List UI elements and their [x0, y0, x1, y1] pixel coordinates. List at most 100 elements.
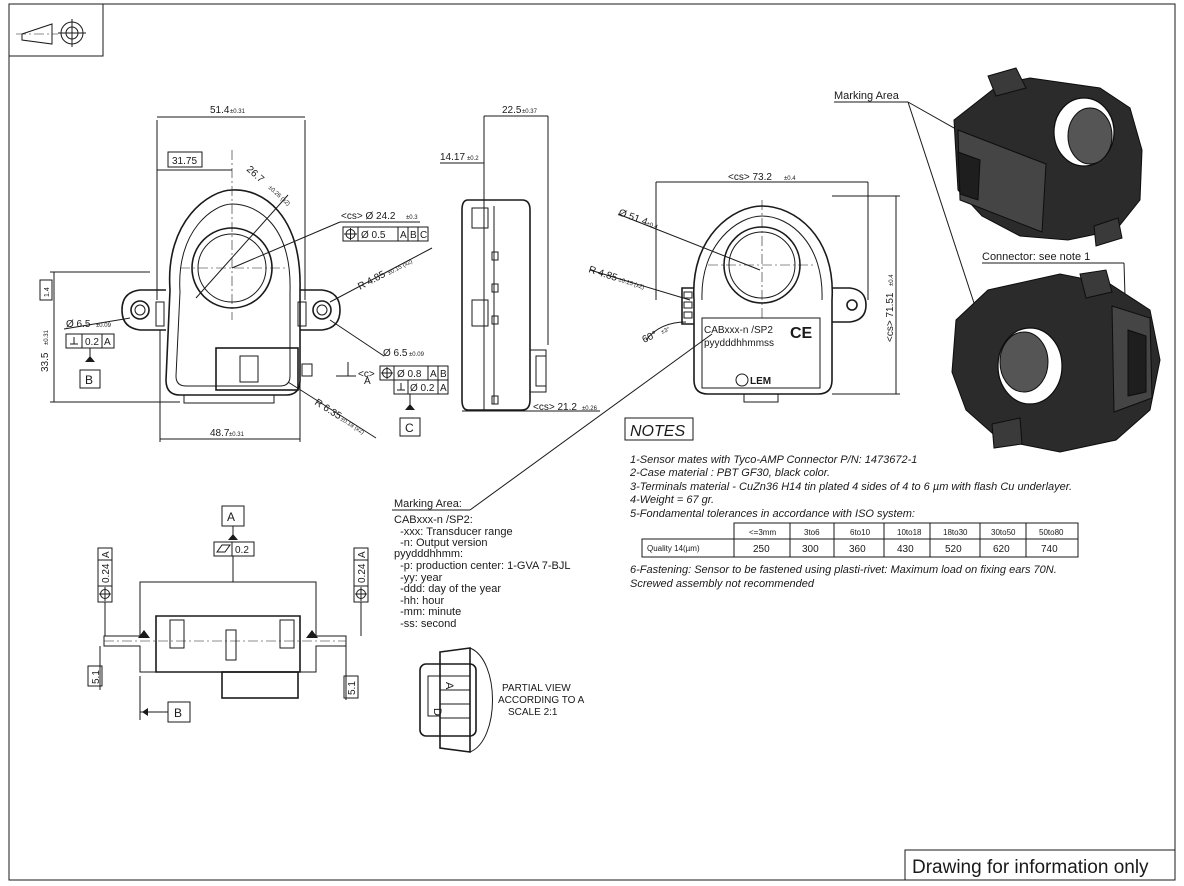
datum-a-side: A — [364, 376, 371, 387]
disclaimer-text: Drawing for information only — [912, 857, 1149, 878]
c-ref-1: A — [430, 369, 437, 380]
tol-value-0: 250 — [753, 544, 770, 555]
bottom-h51-left: 5.1 — [91, 670, 102, 684]
label-line-2: pyydddhhmmss — [704, 338, 774, 349]
dim-d514: Ø 51.4 — [617, 207, 649, 228]
dim-small-left: 1.4 — [44, 287, 51, 297]
marking-title: Marking Area: — [394, 498, 462, 510]
note-5: 5-Fondamental tolerances in accordance w… — [630, 508, 915, 520]
dim-3175: 31.75 — [172, 156, 197, 167]
marking-line-0: CABxxx-n /SP2: — [394, 514, 473, 526]
bottom-datum-b: B — [174, 706, 182, 720]
dim-w732-tol: ±0.4 — [784, 176, 796, 182]
tol-header-1: 3to6 — [804, 528, 820, 537]
dim-w212-tol: ±0.26 — [582, 406, 598, 412]
marking-line-2: -n: Output version — [394, 537, 488, 549]
dim-r485b-tol: ±0.15 (x2) — [617, 277, 645, 291]
datum-b-front: B — [85, 373, 93, 387]
bottom-pos-right: 0.24 — [357, 563, 368, 583]
fcf-ref-1: A — [400, 230, 407, 241]
dim-r485b: R 4.85 — [587, 264, 619, 284]
note-6b: Screwed assembly not recommended — [630, 578, 815, 590]
tol-value-5: 620 — [993, 544, 1010, 555]
note-3: 3-Terminals material - CuZn36 H14 tin pl… — [630, 481, 1072, 493]
marking-area-block: Marking Area: CABxxx-n /SP2: -xxx: Trans… — [392, 333, 713, 630]
dim-w225-tol: ±0.37 — [522, 109, 538, 115]
dim-hole-left-tol: ±0.09 — [96, 323, 112, 329]
tol-value-2: 360 — [849, 544, 866, 555]
marking-line-1: -xxx: Transducer range — [394, 526, 513, 538]
c-ref-2: B — [440, 369, 447, 380]
dim-r267: 26.7 — [244, 164, 266, 185]
fcf-pos-value: Ø 0.5 — [361, 230, 386, 241]
c-perp-value: Ø 0.2 — [410, 383, 435, 394]
notes-title: NOTES — [630, 423, 685, 440]
perp-left-value: 0.2 — [85, 337, 99, 348]
dim-h7151: <cs> 71.51 — [885, 292, 896, 342]
c-label: <c> — [358, 369, 375, 380]
iso-view-top — [953, 67, 1143, 247]
fcf-ref-3: C — [420, 230, 427, 241]
marking-line-6: -ddd: day of the year — [394, 583, 501, 595]
note-6a: 6-Fastening: Sensor to be fastened using… — [630, 564, 1057, 576]
dim-hole-left: Ø 6.5 — [66, 319, 91, 330]
tol-row-label: Quality 14(µm) — [647, 544, 700, 553]
note-1: 1-Sensor mates with Tyco-AMP Connector P… — [630, 454, 917, 466]
tol-header-0: <=3mm — [749, 528, 776, 537]
datum-c: C — [405, 421, 414, 435]
label-line-1: CABxxx-n /SP2 — [704, 325, 773, 336]
isometric-views: Marking Area Connector: see note 1 — [834, 67, 1161, 453]
notes-block: NOTES 1-Sensor mates with Tyco-AMP Conne… — [624, 417, 1079, 590]
marking-line-4: -p: production center: 1-GVA 7-BJL — [394, 560, 571, 572]
projection-symbol-icon — [8, 3, 104, 57]
note-2: 2-Case material : PBT GF30, black color. — [629, 467, 830, 479]
bottom-pos-left: 0.24 — [101, 563, 112, 583]
partial-pin-a: A — [443, 682, 455, 690]
dim-height-left-tol: ±0.31 — [44, 329, 50, 345]
dim-w1417-tol: ±0.2 — [467, 156, 479, 162]
marking-line-8: -mm: minute — [394, 606, 461, 618]
dim-r635: R 6.35 — [312, 397, 343, 422]
dim-w225: 22.5 — [502, 105, 522, 116]
partial-line-0: PARTIAL VIEW — [502, 683, 571, 694]
tol-header-4: 18to30 — [943, 528, 968, 537]
dim-width-top: 51.4 — [210, 105, 230, 116]
bottom-pos-right-ref: A — [357, 551, 368, 558]
front-view: 51.4 ±0.31 31.75 26.7 ±0.26 (x2) <cs> Ø … — [39, 105, 449, 442]
dim-d514-tol: ±0.4 — [645, 221, 659, 231]
tol-header-3: 10to18 — [897, 528, 922, 537]
marking-line-3: pyydddhhmm: — [394, 548, 463, 560]
tol-value-1: 300 — [802, 544, 819, 555]
dim-w732: <cs> 73.2 — [728, 172, 772, 183]
iso-marking-label: Marking Area — [834, 90, 900, 102]
tolerance-table: <=3mm 3to6 6to10 10to18 18to30 30to50 50… — [641, 522, 1079, 558]
lem-logo: LEM — [750, 376, 771, 387]
dim-width-bottom: 48.7 — [210, 428, 230, 439]
dim-r485-tol: ±0.15 (x2) — [387, 259, 414, 277]
sheet-border — [8, 3, 1176, 881]
marking-line-9: -ss: second — [394, 618, 456, 630]
dim-h7151-tol: ±0.4 — [889, 274, 895, 286]
note-4: 4-Weight = 67 gr. — [630, 494, 714, 506]
bottom-pos-left-ref: A — [101, 551, 112, 558]
bottom-view: A 0.2 0.24 A 0.24 A — [87, 505, 369, 723]
tol-header-2: 6to10 — [850, 528, 871, 537]
dim-width-top-tol: ±0.31 — [230, 109, 246, 115]
iso-connector-label: Connector: see note 1 — [982, 251, 1090, 263]
dim-w1417: 14.17 — [440, 152, 465, 163]
marking-line-5: -yy: year — [394, 572, 443, 584]
dim-w212: <cs> 21.2 — [533, 402, 577, 413]
partial-view: A D PARTIAL VIEW ACCORDING TO A SCALE 2:… — [419, 647, 585, 753]
tol-header-5: 30to50 — [991, 528, 1016, 537]
tol-header-6: 50to80 — [1039, 528, 1064, 537]
dim-hole-right-tol: ±0.09 — [409, 352, 425, 358]
dim-angle: 60° — [641, 329, 659, 345]
c-perp-ref: A — [440, 383, 447, 394]
tol-value-3: 430 — [897, 544, 914, 555]
side-view: 22.5 ±0.37 14.17 ±0.2 <cs> 21.2 ±0.26 — [440, 105, 600, 413]
dim-r485: R 4.85 — [356, 269, 388, 293]
dim-hole-right: Ø 6.5 — [383, 348, 408, 359]
fcf-ref-2: B — [410, 230, 417, 241]
dim-width-bottom-tol: ±0.31 — [229, 432, 245, 438]
